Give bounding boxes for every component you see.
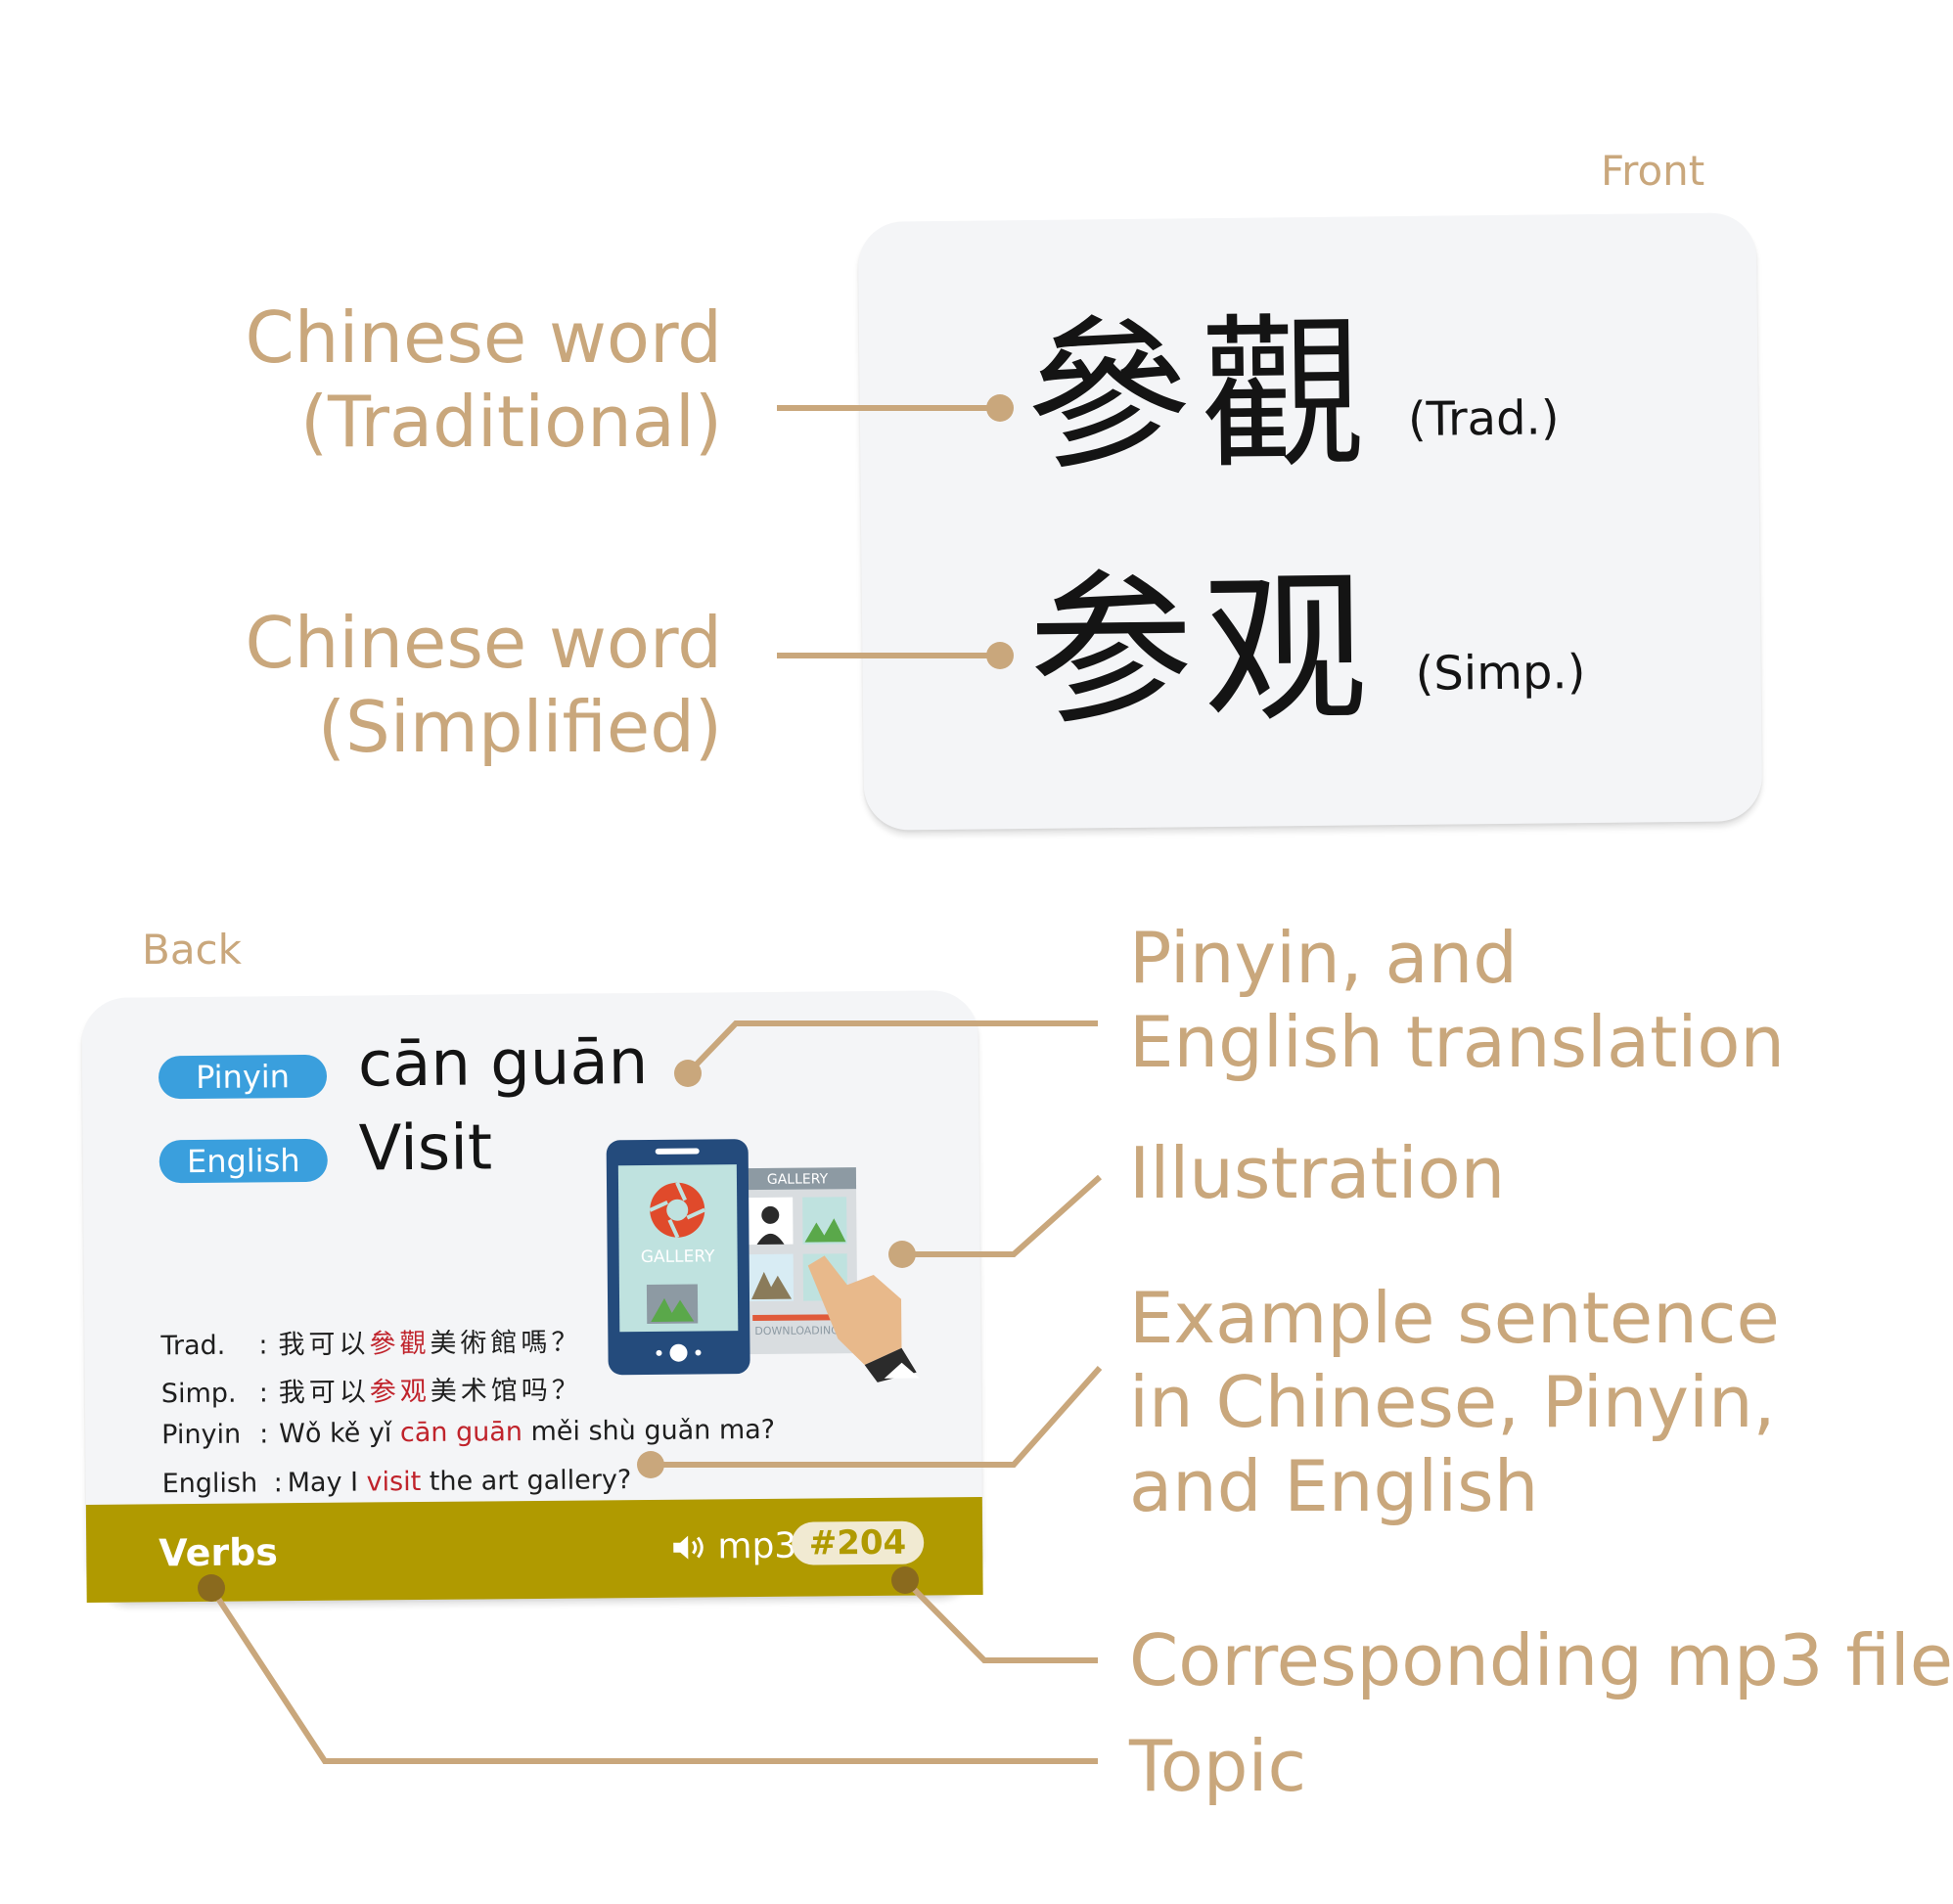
example-trad-colon: : [258, 1330, 268, 1361]
example-trad-key: 參觀 [369, 1328, 431, 1360]
example-simp-pre: 我可以 [278, 1377, 370, 1409]
callout-mp3: Corresponding mp3 file [1129, 1619, 1953, 1701]
mp3-label[interactable]: mp3 [671, 1525, 797, 1567]
front-label: Front [1601, 147, 1705, 195]
example-english-post: the art gallery? [421, 1465, 632, 1497]
traditional-characters: 參觀 [1024, 297, 1376, 494]
front-card: 參觀 (Trad.) 参观 (Simp.) [857, 212, 1763, 831]
example-simp-label: Simp. [160, 1378, 237, 1410]
callout-pinyin-english-line2: English translation [1129, 1001, 1786, 1083]
callout-simplified-line1: Chinese word [245, 602, 722, 684]
example-english-pre: May I [287, 1467, 367, 1499]
example-english-colon: : [273, 1468, 283, 1499]
example-trad-row: Trad.: 我可以參觀美術館嗎？ [160, 1321, 581, 1363]
callout-example-line2: in Chinese, Pinyin, [1129, 1361, 1776, 1443]
simplified-characters: 参观 [1027, 552, 1379, 748]
callout-simplified-line2: (Simplified) [317, 686, 722, 768]
camera-shutter-icon [649, 1181, 706, 1239]
callout-example-line3: and English [1129, 1445, 1539, 1527]
example-trad-label: Trad. [160, 1330, 226, 1362]
callout-topic: Topic [1129, 1725, 1307, 1807]
gallery-panel: GALLERY DOWNLOADING [738, 1167, 858, 1355]
back-label: Back [142, 926, 242, 974]
example-simp-colon: : [258, 1378, 269, 1409]
example-trad-pre: 我可以 [278, 1329, 370, 1361]
example-pinyin-pre: Wǒ kě yǐ [279, 1418, 401, 1450]
example-trad-post: 美術館嗎？ [430, 1327, 582, 1359]
example-pinyin-key: cān guān [399, 1417, 523, 1449]
example-simp-row: Simp.: 我可以参观美术馆吗？ [161, 1369, 582, 1411]
callout-pinyin-english: Pinyin, and English translation [1129, 916, 1785, 1084]
example-english-row: English:May I visit the art gallery? [162, 1465, 632, 1499]
example-simp-post: 美术馆吗？ [430, 1375, 582, 1407]
topic-footer: Verbs mp3 #204 [85, 1496, 983, 1603]
callout-example-sentence: Example sentence in Chinese, Pinyin, and… [1129, 1276, 1780, 1528]
example-pinyin-post: měi shù guǎn ma? [522, 1414, 776, 1448]
example-pinyin-colon: : [259, 1419, 269, 1450]
example-english-label: English [161, 1468, 258, 1500]
callout-traditional: Chinese word (Traditional) [245, 295, 722, 464]
english-word: Visit [358, 1111, 493, 1186]
callout-simplified: Chinese word (Simplified) [245, 601, 722, 769]
callout-example-line1: Example sentence [1129, 1277, 1780, 1359]
callout-traditional-line2: (Traditional) [299, 381, 722, 463]
download-label: DOWNLOADING [754, 1324, 840, 1337]
callout-traditional-line1: Chinese word [245, 296, 722, 379]
panel-gallery-label: GALLERY [767, 1171, 829, 1188]
illustration: GALLERY DOWNLOADING [606, 1137, 931, 1384]
simplified-tag: (Simp.) [1415, 645, 1586, 702]
example-pinyin-label: Pinyin [161, 1419, 242, 1451]
callout-pinyin-english-line1: Pinyin, and [1129, 917, 1518, 999]
topic-label: Verbs [159, 1530, 279, 1575]
pinyin-pill: Pinyin [158, 1054, 328, 1100]
connector-topic [208, 1586, 1098, 1764]
pinyin-word: cān guān [357, 1025, 649, 1102]
speaker-icon [671, 1526, 718, 1566]
mp3-text: mp3 [717, 1525, 797, 1567]
english-pill: English [159, 1138, 328, 1184]
example-simp-key: 参观 [369, 1376, 431, 1408]
example-pinyin-row: Pinyin: Wǒ kě yǐ cān guān měi shù guǎn ma… [161, 1415, 775, 1450]
mp3-number-badge: #204 [791, 1520, 925, 1565]
app-gallery-label: GALLERY [641, 1247, 715, 1267]
traditional-tag: (Trad.) [1407, 390, 1560, 447]
back-card: Pinyin cān guān English Visit GALLERY DO… [81, 990, 983, 1603]
callout-illustration: Illustration [1129, 1132, 1506, 1214]
phone-icon: GALLERY [606, 1139, 750, 1376]
example-english-key: visit [366, 1467, 422, 1498]
